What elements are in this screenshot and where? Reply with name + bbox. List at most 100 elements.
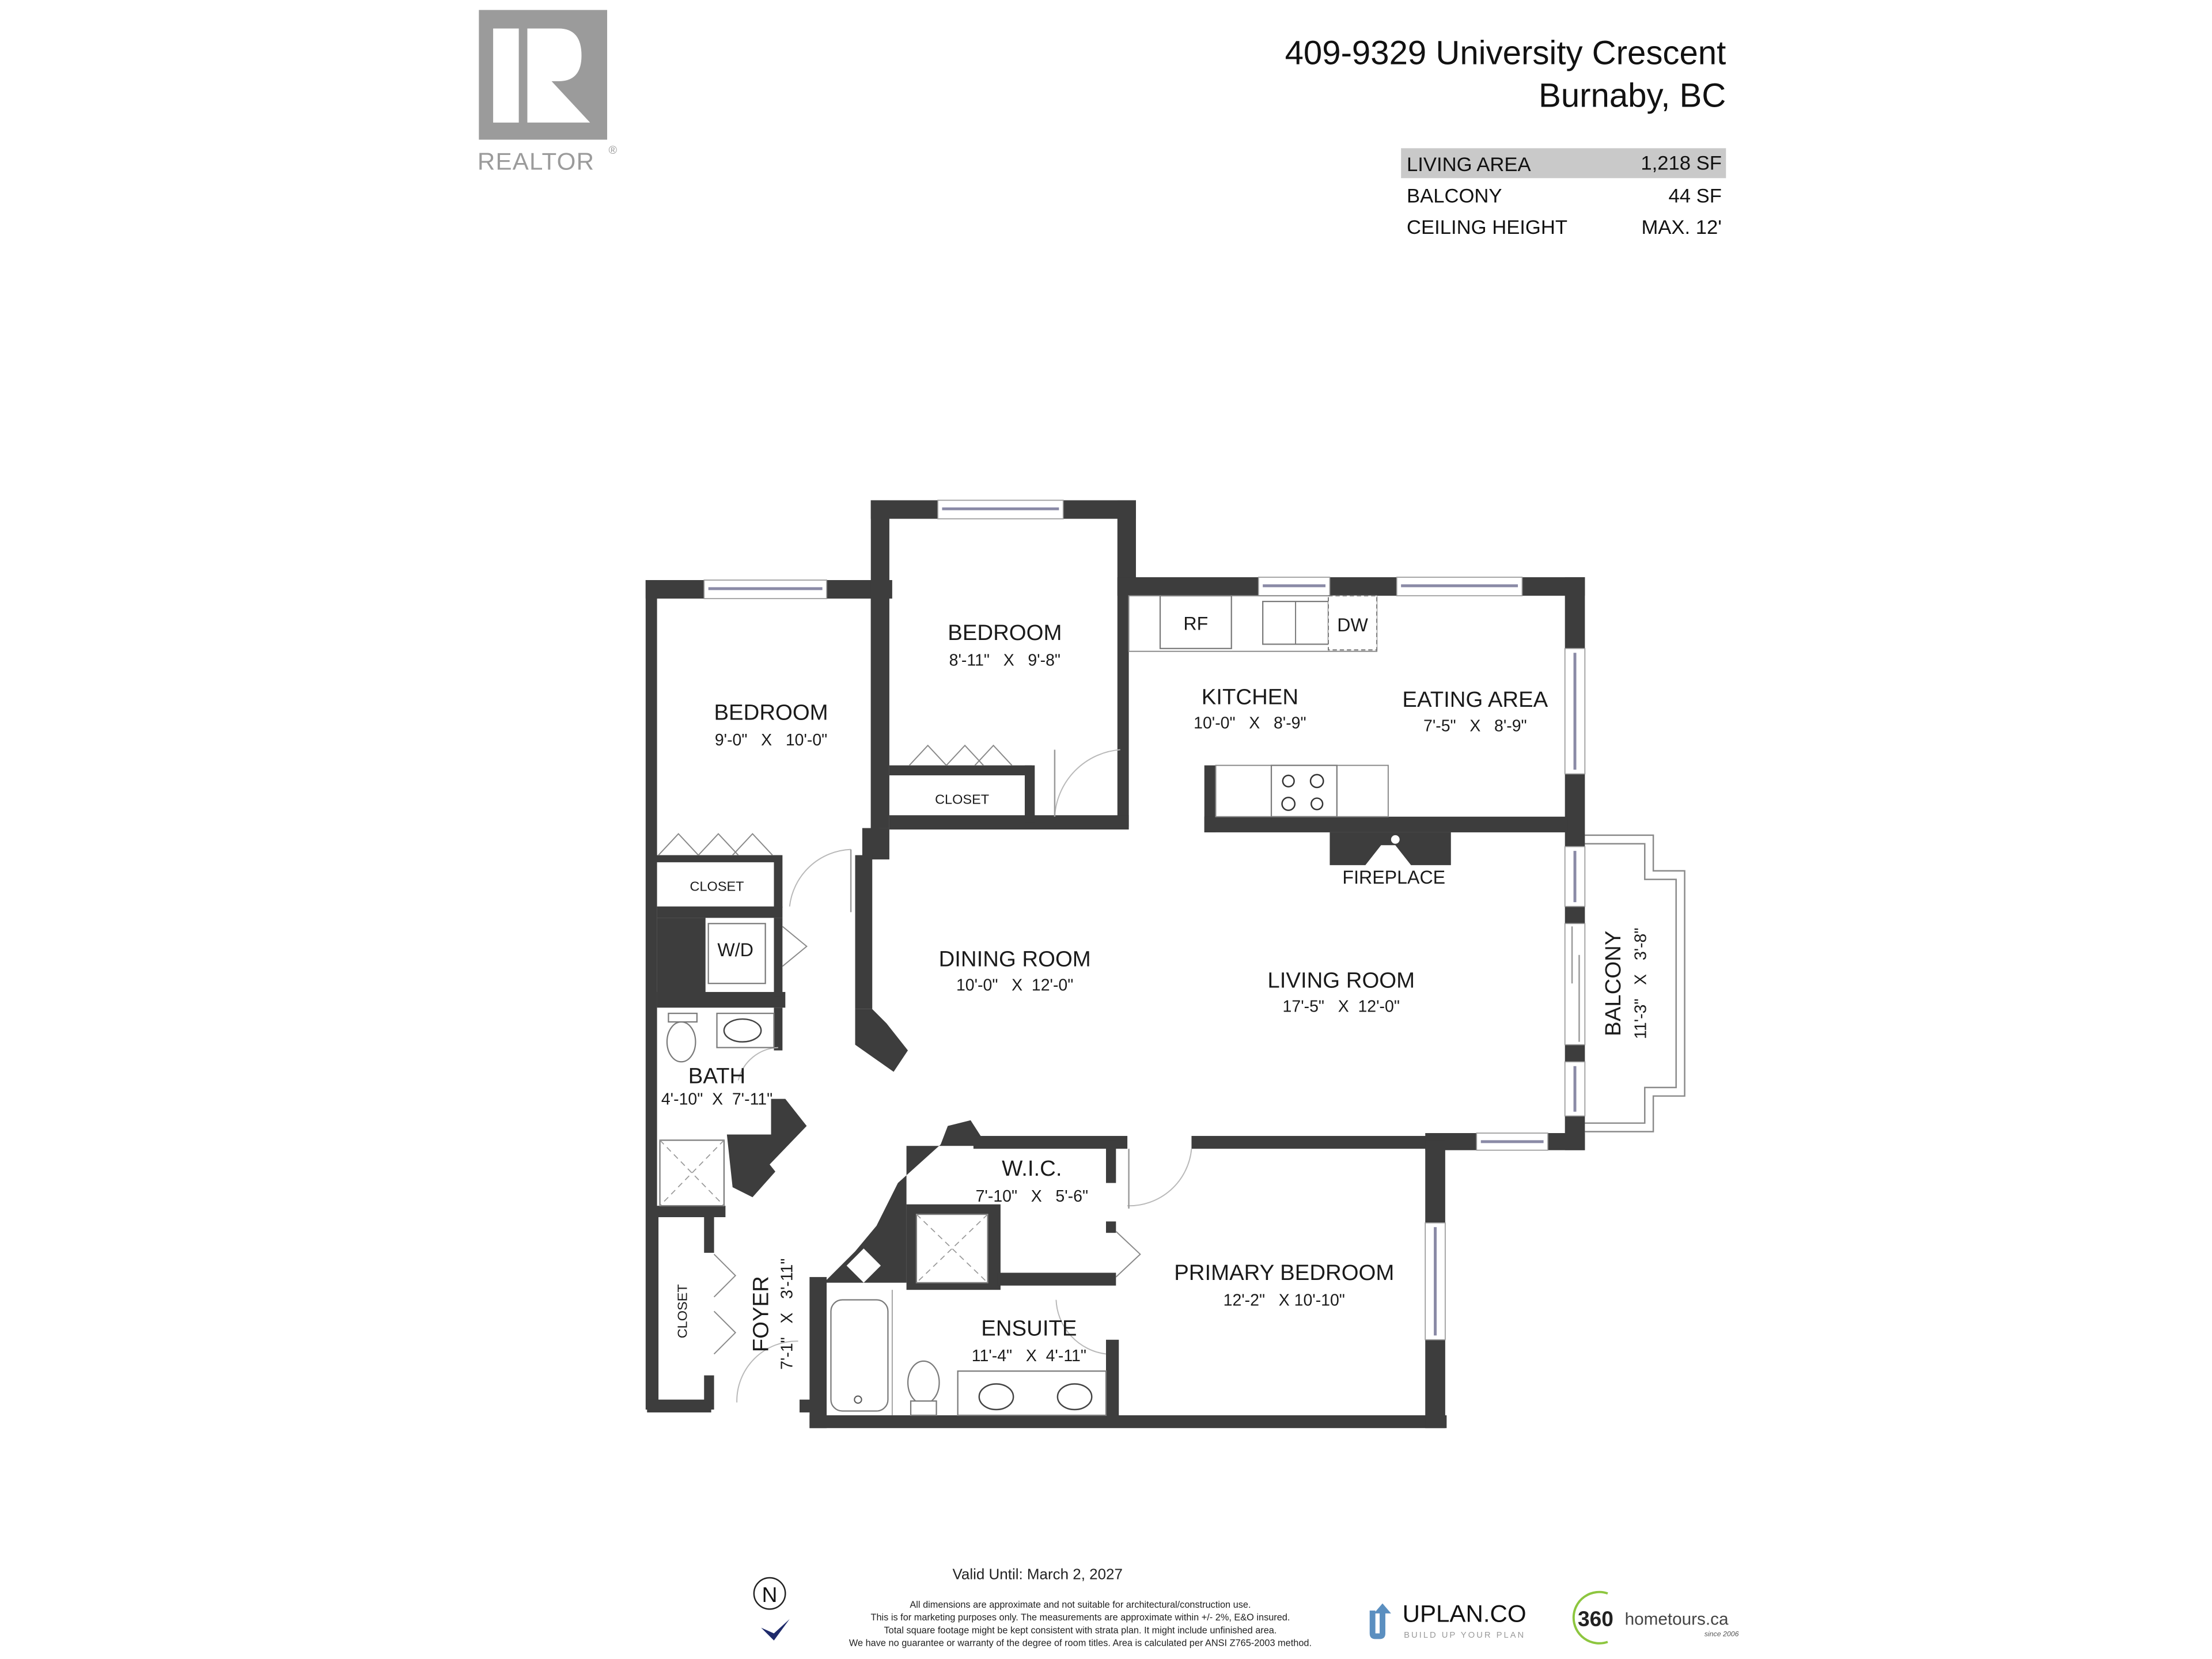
north-check-icon xyxy=(761,1619,790,1641)
room-dimensions: 11'-4" X 4'-11" xyxy=(972,1347,1086,1365)
door-swing xyxy=(789,849,851,907)
washer-dryer xyxy=(707,923,766,984)
hometours-name: hometours.ca xyxy=(1625,1610,1729,1629)
room-foyer: FOYER 7'-1" X 3'-11" xyxy=(749,1259,797,1370)
uplan-arrow-icon xyxy=(1369,1603,1391,1639)
room-name: BEDROOM xyxy=(714,700,828,725)
uplan-logo: UPLAN.CO BUILD UP YOUR PLAN xyxy=(1369,1600,1527,1640)
room-kitchen: KITCHEN 10'-0" X 8'-9" xyxy=(1194,684,1306,732)
room-dimensions: 10'-0" X 8'-9" xyxy=(1194,714,1306,732)
room-ensuite: ENSUITE 11'-4" X 4'-11" xyxy=(972,1316,1086,1365)
room-name: PRIMARY BEDROOM xyxy=(1174,1260,1394,1285)
bathtub-icon xyxy=(830,1299,889,1412)
hometours-since: since 2006 xyxy=(1705,1630,1739,1638)
room-name: KITCHEN xyxy=(1202,684,1298,709)
room-name: W.I.C. xyxy=(1002,1156,1062,1181)
closet-label: CLOSET xyxy=(690,878,744,893)
registered-mark: ® xyxy=(608,144,617,157)
window xyxy=(1564,647,1586,775)
room-dimensions: 10'-0" X 12'-0" xyxy=(956,976,1073,995)
disclaimer: All dimensions are approximate and not s… xyxy=(849,1600,1312,1649)
door-swing xyxy=(1054,749,1120,817)
uplan-name: UPLAN.CO xyxy=(1403,1600,1527,1627)
room-balcony: BALCONY 11'-3" X 3'-8" xyxy=(1601,928,1650,1039)
door-swing xyxy=(1127,1149,1192,1207)
window xyxy=(1396,577,1523,597)
fixtures xyxy=(658,595,1400,1416)
disclaimer-line: All dimensions are approximate and not s… xyxy=(910,1600,1251,1610)
room-dimensions: 7'-10" X 5'-6" xyxy=(976,1187,1088,1206)
sliding-door xyxy=(1564,923,1586,1046)
room-dimensions: 12'-2" X 10'-10" xyxy=(1224,1291,1345,1309)
washer-dryer-label: W/D xyxy=(717,940,753,960)
toilet-icon xyxy=(666,1021,696,1063)
window xyxy=(1476,1132,1548,1151)
closet-label: CLOSET xyxy=(675,1284,690,1338)
hometours-ring-icon xyxy=(1572,1590,1608,1645)
dishwasher-label: DW xyxy=(1337,615,1368,635)
disclaimer-line: We have no guarantee or warranty of the … xyxy=(849,1638,1312,1649)
stat-value: 1,218 SF xyxy=(1641,152,1722,174)
realtor-r-logo-icon xyxy=(479,10,608,140)
floor-plan: BEDROOM 9'-0" X 10'-0" BEDROOM 8'-11" X … xyxy=(645,499,1685,1429)
north-label: N xyxy=(762,1582,778,1607)
window xyxy=(1564,1061,1586,1117)
room-dimensions: 17'-5" X 12'-0" xyxy=(1283,998,1400,1016)
room-bedroom-left: BEDROOM 9'-0" X 10'-0" xyxy=(714,700,828,749)
room-name: BEDROOM xyxy=(948,620,1062,645)
room-name: BATH xyxy=(688,1063,745,1088)
highlight-row-bg xyxy=(1401,148,1726,179)
dishwasher xyxy=(1327,595,1378,651)
stat-value: MAX. 12' xyxy=(1641,217,1721,238)
room-dining-room: DINING ROOM 10'-0" X 12'-0" xyxy=(939,947,1091,995)
uplan-tagline: BUILD UP YOUR PLAN xyxy=(1404,1631,1525,1640)
area-stats-table: LIVING AREA 1,218 SF BALCONY 44 SF CEILI… xyxy=(1401,148,1726,238)
disclaimer-line: Total square footage might be kept consi… xyxy=(884,1625,1277,1635)
toilet-icon xyxy=(907,1360,940,1405)
disclaimer-line: This is for marketing purposes only. The… xyxy=(871,1612,1290,1623)
realtor-wordmark: REALTOR xyxy=(478,147,594,175)
room-name: EATING AREA xyxy=(1402,687,1548,712)
room-labels: BEDROOM 9'-0" X 10'-0" BEDROOM 8'-11" X … xyxy=(661,613,1650,1370)
valid-until: Valid Until: March 2, 2027 xyxy=(953,1565,1123,1582)
compass-icon xyxy=(753,1577,786,1610)
room-name: DINING ROOM xyxy=(939,947,1091,972)
cooktop-icon xyxy=(1270,764,1338,817)
stat-label: BALCONY xyxy=(1407,185,1502,207)
address-line-1: 409-9329 University Crescent xyxy=(1285,34,1726,71)
stat-label: CEILING HEIGHT xyxy=(1407,217,1567,238)
refrigerator-label: RF xyxy=(1183,613,1208,634)
door-swing xyxy=(1055,1300,1107,1355)
room-name: ENSUITE xyxy=(981,1316,1077,1340)
refrigerator xyxy=(1159,595,1232,649)
window xyxy=(1257,577,1331,597)
room-living-room: LIVING ROOM 17'-5" X 12'-0" xyxy=(1267,968,1415,1016)
room-dimensions: 9'-0" X 10'-0" xyxy=(715,731,827,749)
hometours-logo: 360 hometours.ca since 2006 xyxy=(1572,1590,1739,1645)
room-name: FOYER xyxy=(749,1276,774,1352)
room-wic: W.I.C. 7'-10" X 5'-6" xyxy=(976,1156,1088,1206)
room-eating-area: EATING AREA 7'-5" X 8'-9" xyxy=(1402,687,1548,735)
room-bedroom-top: BEDROOM 8'-11" X 9'-8" xyxy=(948,620,1062,670)
window xyxy=(1564,846,1586,907)
room-dimensions: 7'-1" X 3'-11" xyxy=(778,1259,797,1370)
stat-label: LIVING AREA xyxy=(1407,154,1531,176)
door-swing xyxy=(737,1047,778,1081)
room-bath: BATH 4'-10" X 7'-11" xyxy=(661,1063,772,1108)
window xyxy=(703,579,827,600)
closet-label: CLOSET xyxy=(935,791,989,806)
window xyxy=(937,499,1064,520)
stat-value: 44 SF xyxy=(1668,185,1721,207)
room-dimensions: 11'-3" X 3'-8" xyxy=(1632,928,1650,1039)
balcony-outline xyxy=(1585,834,1685,1132)
window xyxy=(1425,1222,1446,1340)
fireplace-label: FIREPLACE xyxy=(1342,867,1445,888)
room-dimensions: 4'-10" X 7'-11" xyxy=(661,1090,772,1109)
north-arrow: N xyxy=(753,1577,790,1641)
room-name: LIVING ROOM xyxy=(1267,968,1415,993)
door-swing xyxy=(736,1340,798,1403)
address-line-2: Burnaby, BC xyxy=(1539,77,1726,115)
windows xyxy=(703,499,1586,1340)
realtor-logo: REALTOR ® xyxy=(478,10,617,175)
